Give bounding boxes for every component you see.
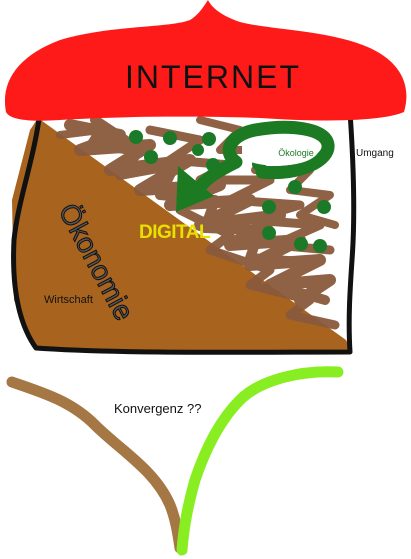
green-dot xyxy=(262,226,276,240)
green-dot xyxy=(288,180,302,194)
container-outline xyxy=(11,109,357,355)
green-dot xyxy=(313,239,327,253)
oekologie-dots xyxy=(129,130,331,253)
green-dot xyxy=(262,200,276,214)
green-dot xyxy=(129,130,143,144)
arrow-head xyxy=(176,166,214,212)
green-dot xyxy=(163,131,177,145)
digital-label: DIGITAL xyxy=(139,222,211,243)
internet-cap xyxy=(4,0,407,121)
green-convergence-curve xyxy=(176,366,344,556)
green-dot xyxy=(317,200,331,214)
green-dot xyxy=(144,150,158,164)
green-dot xyxy=(294,237,308,251)
brown-convergence-curve xyxy=(6,376,186,554)
oekologie-arrow xyxy=(176,120,335,212)
oekologie-label: Ökologie xyxy=(278,148,314,158)
green-dot xyxy=(192,144,204,156)
wirtschaft-label: Wirtschaft xyxy=(44,294,93,306)
green-dot xyxy=(202,132,216,146)
internet-label: INTERNET xyxy=(125,59,301,95)
umgang-label: Umgang xyxy=(356,148,394,159)
konvergenz-label: Konvergenz ?? xyxy=(114,401,201,416)
